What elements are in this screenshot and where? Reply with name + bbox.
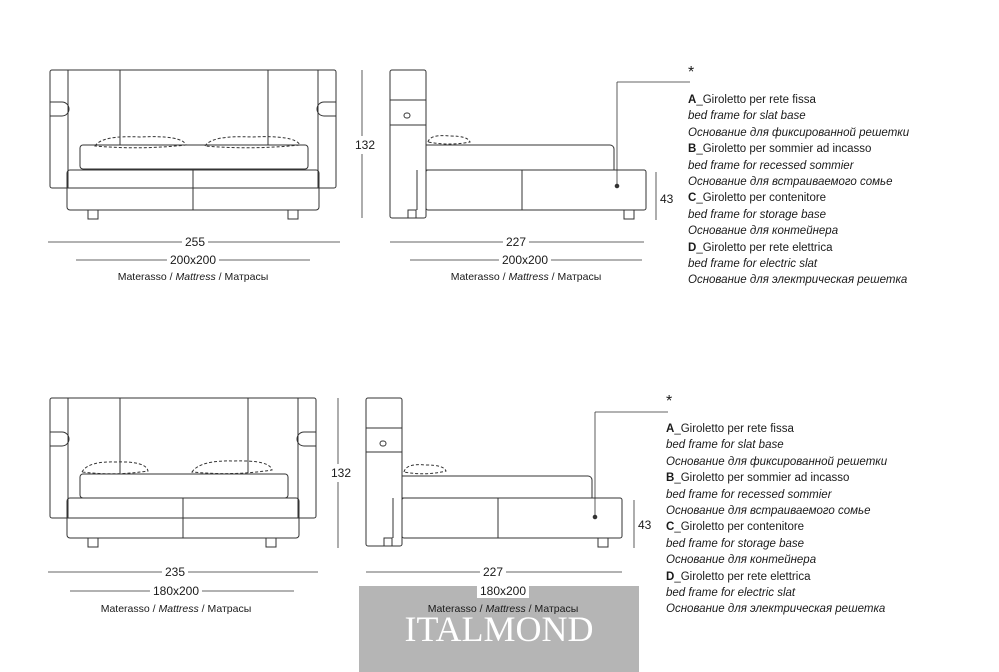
bottom-side-length: 227 xyxy=(479,565,507,579)
legend-d-ru: Основание для электрическая решетка xyxy=(688,274,908,287)
bottom-front-mattress-label: Materasso / Mattress / Матрасы xyxy=(100,603,252,615)
top-legend: A_Giroletto per rete fissa bed frame for… xyxy=(688,92,909,289)
bottom-base-height: 43 xyxy=(638,518,652,532)
legend-a-en: bed frame for slat base xyxy=(688,110,806,123)
legend-a-ru: Основание для фиксированной решетки xyxy=(688,126,910,139)
legend-b-ru: Основание для встраиваемого сомье xyxy=(688,176,893,189)
top-legend-marker: * xyxy=(688,64,695,81)
legend-d-it: D_Giroletto per rete elettrica xyxy=(666,570,811,583)
bottom-legend-marker: * xyxy=(666,393,673,410)
legend-d-it: D_Giroletto per rete elettrica xyxy=(688,241,833,254)
legend-c-ru: Основание для контейнера xyxy=(688,225,839,238)
legend-a-ru: Основание для фиксированной решетки xyxy=(666,455,888,468)
legend-c-it: C_Giroletto per contenitore xyxy=(666,521,805,534)
legend-c-it: C_Giroletto per contenitore xyxy=(688,192,827,205)
legend-a-it: A_Giroletto per rete fissa xyxy=(688,94,816,106)
watermark: ITALMOND xyxy=(359,586,639,672)
bottom-side-mattress-size: 180x200 xyxy=(476,584,530,598)
legend-a-en: bed frame for slat base xyxy=(666,439,784,452)
legend-c-ru: Основание для контейнера xyxy=(666,554,817,567)
bottom-side-view xyxy=(365,397,668,548)
legend-d-en: bed frame for electric slat xyxy=(688,258,818,271)
bottom-legend: A_Giroletto per rete fissa bed frame for… xyxy=(666,421,887,618)
legend-b-it: B_Giroletto per sommier ad incasso xyxy=(666,472,850,485)
legend-d-ru: Основание для электрическая решетка xyxy=(666,603,886,616)
bottom-front-width: 235 xyxy=(161,565,189,579)
legend-b-en: bed frame for recessed sommier xyxy=(688,159,854,172)
legend-b-en: bed frame for recessed sommier xyxy=(666,488,832,501)
bottom-front-view xyxy=(49,397,317,548)
bottom-front-mattress-size: 180x200 xyxy=(149,584,203,598)
top-height: 132 xyxy=(355,136,376,154)
bottom-side-mattress-label: Materasso / Mattress / Матрасы xyxy=(427,603,579,615)
top-front-mattress-label: Materasso / Mattress / Матрасы xyxy=(117,271,269,283)
top-front-view xyxy=(49,69,337,220)
legend-b-ru: Основание для встраиваемого сомье xyxy=(666,505,871,518)
bottom-height: 132 xyxy=(331,464,352,482)
legend-b-it: B_Giroletto per sommier ad incasso xyxy=(688,143,872,156)
top-side-mattress-label: Materasso / Mattress / Матрасы xyxy=(450,271,602,283)
top-side-length: 227 xyxy=(502,235,530,249)
legend-c-en: bed frame for storage base xyxy=(666,537,805,550)
top-base-height: 43 xyxy=(660,192,674,206)
legend-a-it: A_Giroletto per rete fissa xyxy=(666,423,794,435)
top-front-mattress-size: 200x200 xyxy=(166,253,220,267)
top-front-width: 255 xyxy=(181,235,209,249)
top-side-mattress-size: 200x200 xyxy=(498,253,552,267)
top-side-view xyxy=(389,69,690,220)
legend-c-en: bed frame for storage base xyxy=(688,208,827,221)
legend-d-en: bed frame for electric slat xyxy=(666,587,796,600)
